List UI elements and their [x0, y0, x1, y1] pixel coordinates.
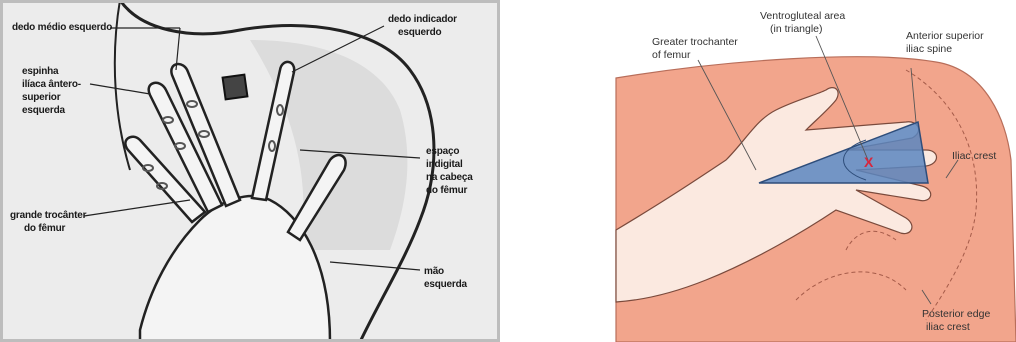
label-posterior-1: Posterior edge [922, 308, 990, 320]
left-diagram-drawing [0, 0, 500, 342]
left-diagram-panel: dedo médio esquerdo dedo indicador esque… [0, 0, 500, 342]
label-ventrogluteal-1: Ventrogluteal area [760, 10, 845, 22]
label-trocanter-1: grande trocânter [10, 210, 86, 221]
index-finger [252, 62, 294, 200]
label-espaco-4: do fêmur [426, 185, 467, 196]
label-trocanter-2: do fêmur [24, 223, 65, 234]
label-espaco-3: na cabeça [426, 172, 473, 183]
label-mao-2: esquerda [424, 279, 467, 290]
label-iliac-crest: Iliac crest [952, 150, 996, 162]
label-espinha-3: superior [22, 92, 60, 103]
right-diagram-panel: X Ventrogluteal area (in triangle) Great… [606, 0, 1016, 342]
label-espinha-2: ilíaca ântero- [22, 79, 81, 90]
label-posterior-2: iliac crest [926, 321, 970, 333]
label-espaco-1: espaço [426, 146, 459, 157]
label-ventrogluteal-2: (in triangle) [770, 23, 823, 35]
label-espaco-2: indigital [426, 159, 463, 170]
label-espinha-1: espinha [22, 66, 58, 77]
label-espinha-4: esquerda [22, 105, 65, 116]
injection-x-mark: X [864, 154, 873, 170]
label-asis-2: iliac spine [906, 43, 952, 55]
label-trochanter-2: of femur [652, 49, 691, 61]
label-dedo-medio: dedo médio esquerdo [12, 22, 112, 33]
label-asis-1: Anterior superior [906, 30, 984, 42]
label-dedo-indicador-1: dedo indicador [388, 14, 457, 25]
label-trochanter-1: Greater trochanter [652, 36, 738, 48]
label-mao-1: mão [424, 266, 444, 277]
injection-site-square [223, 75, 248, 100]
label-dedo-indicador-2: esquerdo [398, 27, 441, 38]
